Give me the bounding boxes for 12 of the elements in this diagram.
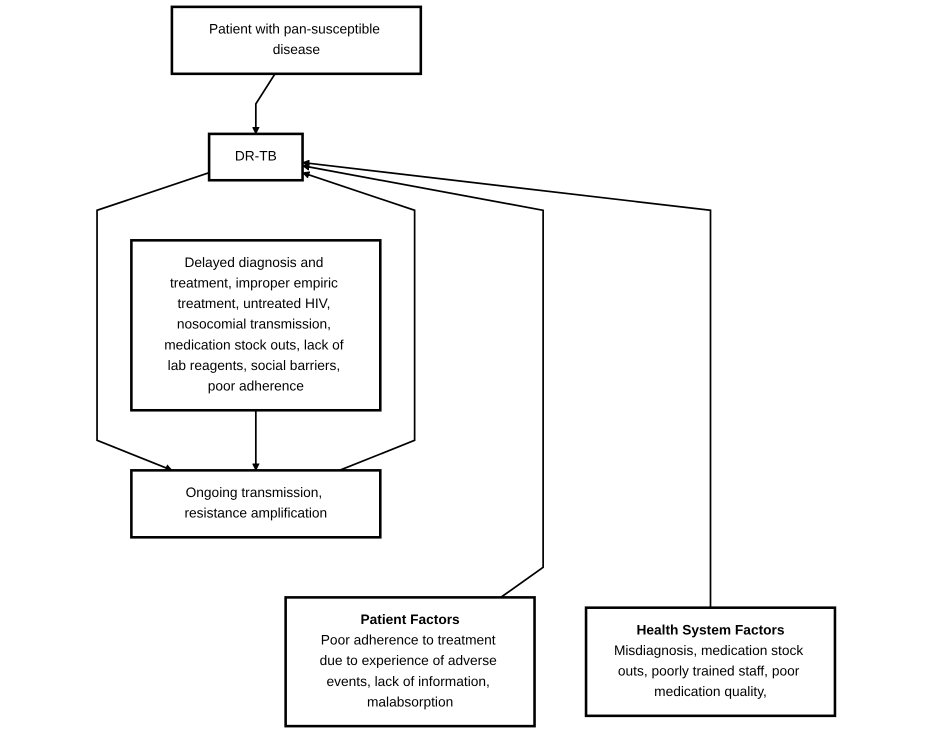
arrow xyxy=(302,163,544,598)
arrow xyxy=(302,171,416,472)
node-box: Patient Factors Poor adherence to treatment due to experience of adverse events, lack of information, malabsorption xyxy=(284,596,536,728)
node-box: Health System Factors Misdiagnosis, medication stock outs, poorly trained staff, poor medication quality, xyxy=(584,606,836,718)
node-box: DR-TB xyxy=(208,132,304,182)
arrow xyxy=(302,160,712,608)
node-box: Ongoing transmission, resistance amplification xyxy=(130,469,382,539)
arrow xyxy=(96,172,210,472)
node-box: Delayed diagnosis and treatment, improper empiric treatment, untreated HIV, nosocomial transmission, medication stock outs, lack of lab reagents, social barriers, poor adherence xyxy=(130,239,382,412)
node-box: Patient with pan-susceptible disease xyxy=(170,6,422,76)
arrow xyxy=(252,410,260,471)
arrow xyxy=(252,73,276,134)
